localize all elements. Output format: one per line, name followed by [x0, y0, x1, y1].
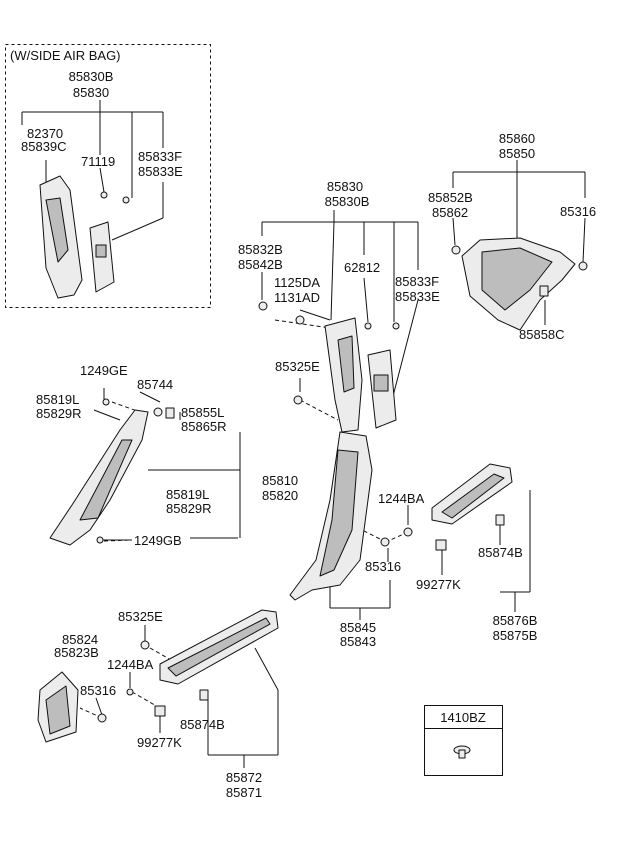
rear-panel-clip-1: 85852B [428, 190, 473, 205]
inset-assembly-num-2: 85830 [72, 85, 110, 100]
inset-trim-num-2: 85839C [21, 139, 67, 154]
front-scuff-clip-num: 85874B [180, 717, 225, 732]
c-pillar-assembly-2: 85843 [339, 634, 377, 649]
rear-scuff-assembly-2: 85875B [492, 628, 538, 643]
c-pillar-assembly-1: 85845 [339, 620, 377, 635]
front-scuff-assembly-2: 85871 [225, 785, 263, 800]
rear-scuff-clip-num: 85874B [478, 545, 523, 560]
inset-screw [100, 191, 108, 199]
front-cowl-bolt-num: 1244BA [107, 657, 154, 672]
a-pillar-side-a-2: 85829R [36, 406, 82, 421]
c-pillar-bolt [403, 527, 413, 537]
rear-scuff-assembly-1: 85876B [492, 613, 538, 628]
front-cowl-nut-top-num: 85325E [118, 609, 163, 624]
b-pillar-clip-1: 85832B [238, 242, 283, 257]
a-pillar-bolt-bottom: 1249GB [134, 533, 182, 548]
inset-assembly-num-1: 85830B [68, 69, 114, 84]
push-clip-icon [453, 745, 471, 759]
b-pillar-clip-2: 85842B [238, 257, 283, 272]
a-pillar-assembly-2: 85820 [262, 488, 299, 503]
rear-quarter-nut [578, 261, 588, 271]
b-pillar-nut: 85325E [275, 359, 320, 374]
a-pillar-bolt-top: 1249GE [80, 363, 128, 378]
rear-scuff-leaders [499, 490, 531, 612]
b-pillar-bolt-2: 1131AD [274, 290, 321, 305]
rear-panel-bracket: 85858C [519, 327, 565, 342]
front-cowl-nut-num: 85316 [80, 683, 117, 698]
a-pillar-leaders [93, 388, 241, 541]
b-pillar-screw: 62812 [344, 260, 381, 275]
inset-title: (W/SIDE AIR BAG) [10, 48, 121, 63]
a-pillar-side-b-1: 85819L [166, 487, 210, 502]
b-pillar-cover-1: 85833F [395, 274, 440, 289]
legend-label: 1410BZ [440, 710, 486, 725]
rear-panel-assembly-2: 85850 [498, 146, 536, 161]
front-scuff-assembly-1: 85872 [225, 770, 263, 785]
rear-quarter-clip [451, 245, 461, 255]
front-cowl-leaders [95, 625, 279, 768]
a-pillar-bottom-bolt [96, 536, 104, 544]
inset-cover-num-1: 85833F [138, 149, 183, 164]
front-cowl-clip [154, 705, 166, 717]
c-pillar-bolt: 1244BA [378, 491, 425, 506]
c-pillar-nut [380, 537, 390, 547]
rear-panel-assembly-1: 85860 [498, 131, 536, 146]
inset-trim-num-1: 82370 [27, 126, 64, 141]
front-cowl-assembly-2: 85823B [54, 645, 99, 660]
b-pillar-bolt-1: 1125DA [274, 275, 321, 290]
b-pillar-assembly-2: 85830B [324, 194, 370, 209]
a-pillar-assembly-1: 85810 [262, 473, 299, 488]
rear-scuff-clip [495, 514, 505, 526]
b-pillar-cover-2: 85833E [395, 289, 440, 304]
c-pillar-clip [435, 539, 447, 551]
c-pillar-nut: 85316 [365, 559, 402, 574]
inset-leaders [21, 100, 164, 241]
c-pillar-lower-trim [289, 431, 373, 601]
legend-box [424, 705, 503, 776]
a-pillar-top-bolt [102, 398, 110, 406]
c-pillar-clip: 99277K [416, 577, 461, 592]
a-pillar-clip-top: 85744 [137, 377, 174, 392]
a-pillar-side-b-2: 85829R [166, 501, 212, 516]
rear-panel-nut: 85316 [560, 204, 597, 219]
inset-cover-num-2: 85833E [138, 164, 183, 179]
rear-panel-clip-2: 85862 [432, 205, 469, 220]
front-cowl-assembly-1: 85824 [62, 632, 99, 647]
front-cowl-nut [97, 713, 107, 723]
a-pillar-clip-right-1: 85855L [181, 405, 225, 420]
a-pillar-right-clip [165, 407, 175, 419]
b-pillar-assembly-1: 85830 [326, 179, 364, 194]
b-pillar-nut [293, 395, 303, 405]
front-cowl-nut-top [140, 640, 150, 650]
front-cowl-clip-num: 99277K [137, 735, 182, 750]
airbag-inset-frame [5, 44, 211, 308]
b-pillar-clip [258, 301, 268, 311]
rear-panel-leaders [452, 160, 586, 325]
a-pillar-trim [49, 409, 149, 546]
b-pillar-bolt [295, 315, 305, 325]
a-pillar-top-clip [153, 407, 163, 417]
a-pillar-side-a-1: 85819L [36, 392, 80, 407]
a-pillar-clip-right-2: 85865R [181, 419, 227, 434]
front-cowl-bolt [126, 688, 134, 696]
inset-screw-num: 71119 [81, 154, 116, 169]
rear-quarter-bracket [539, 285, 549, 297]
front-scuff-clip [199, 689, 209, 701]
